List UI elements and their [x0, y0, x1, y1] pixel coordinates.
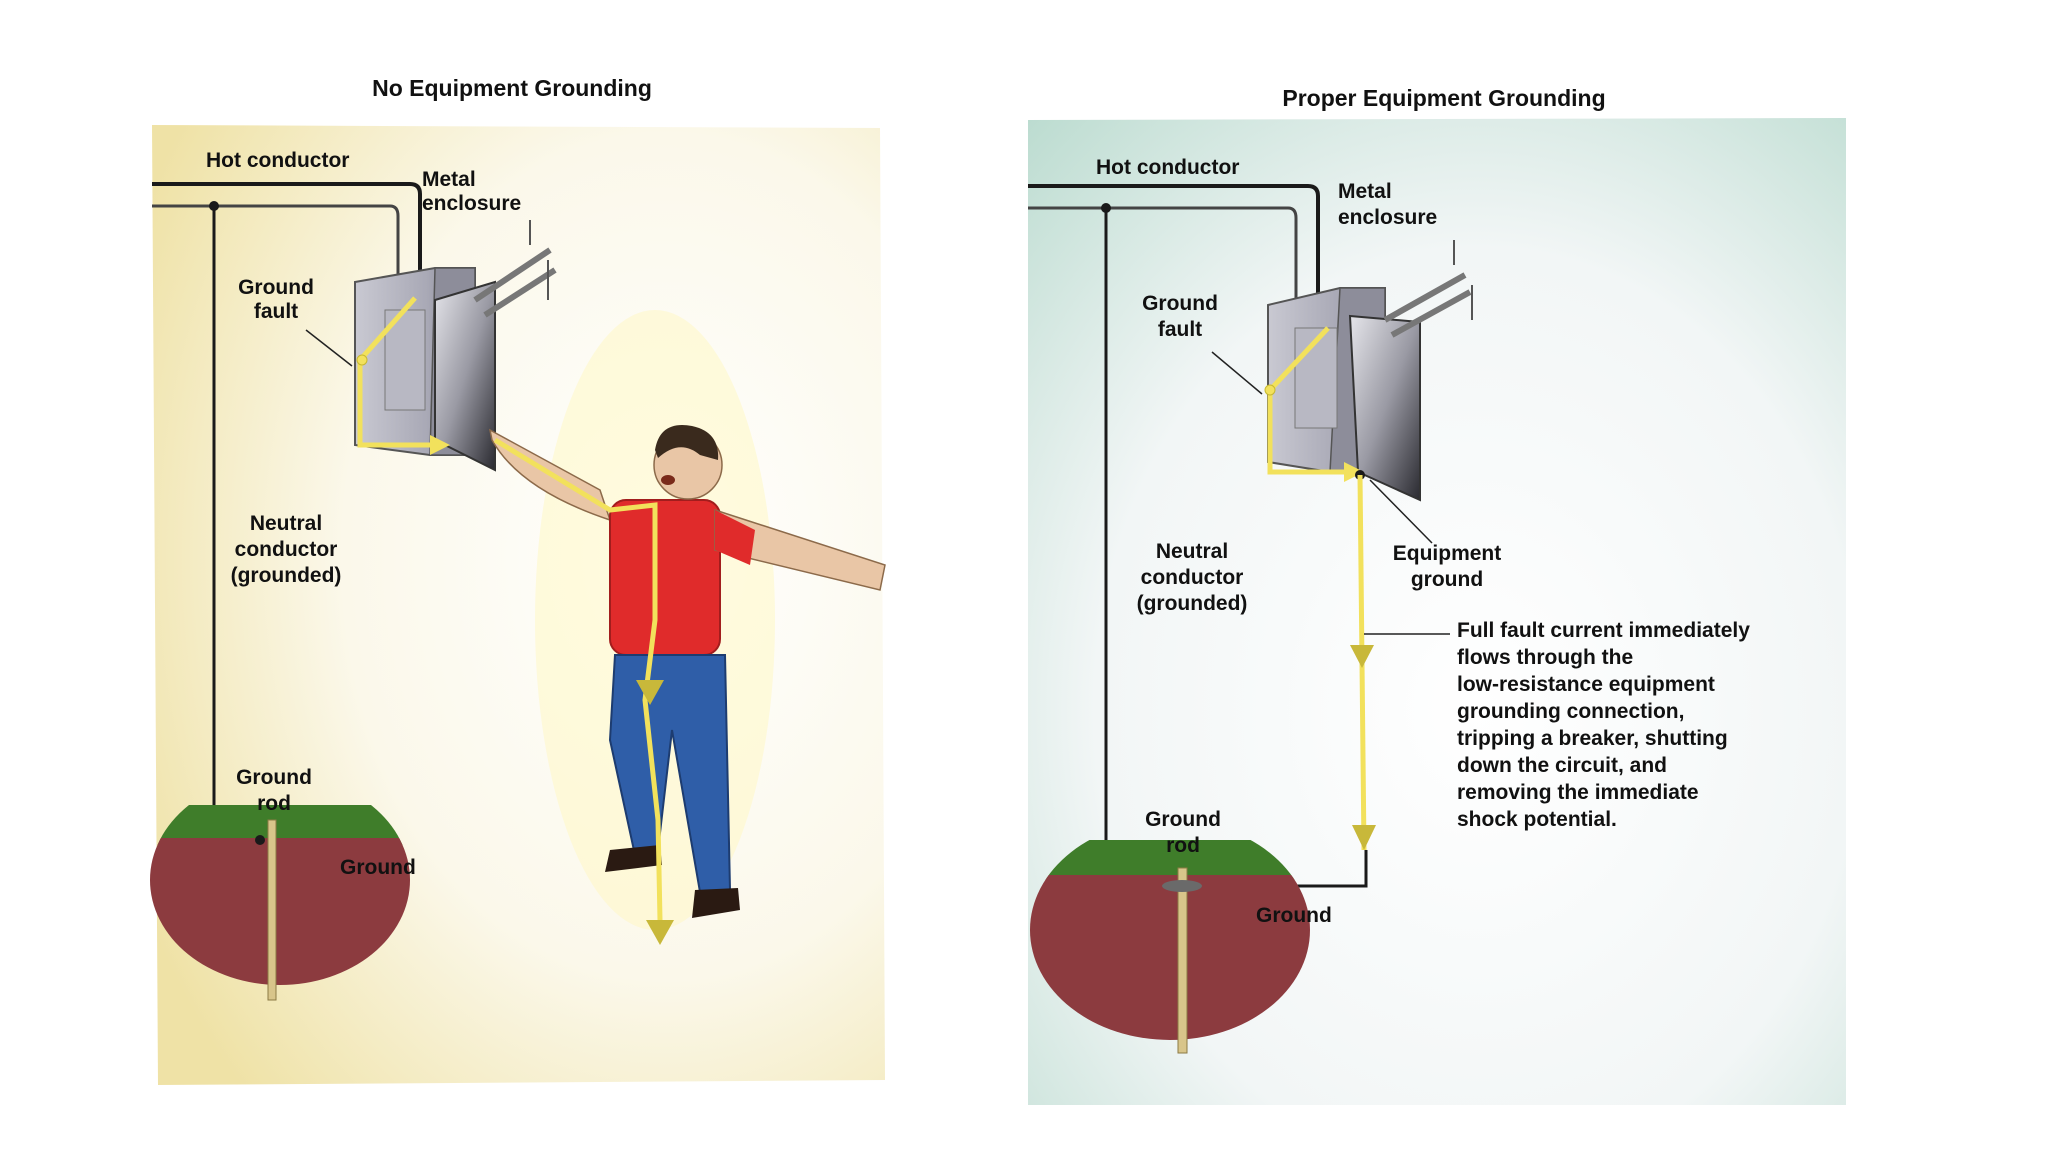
label-ground-rod-2: rod	[257, 792, 291, 815]
note-line: flows through the	[1457, 646, 1633, 669]
note-line: down the circuit, and	[1457, 754, 1667, 777]
fault-arrow	[430, 435, 450, 455]
ground-fault-leader	[305, 329, 353, 367]
left-title: No Equipment Grounding	[372, 75, 652, 101]
metal-enclosure	[1267, 240, 1473, 502]
fault-arrow-mid	[1350, 645, 1374, 668]
label-ground-rod-1: Ground	[1145, 808, 1221, 831]
label-ground-fault-2: fault	[254, 300, 298, 323]
neutral-conductor-wire	[152, 204, 400, 350]
right-ground-rod	[1177, 867, 1188, 1054]
ground-fault-point	[356, 354, 368, 366]
ground-fault-leader	[1211, 351, 1263, 395]
label-ground-rod-1: Ground	[236, 766, 312, 789]
label-metal-1: Metal	[422, 168, 476, 191]
label-ground-rod-2: rod	[1166, 834, 1200, 857]
label-metal-1: Metal	[1338, 180, 1392, 203]
enclosure-door	[1348, 314, 1421, 502]
fault-current-path	[357, 296, 430, 448]
label-equipment-ground-1: Equipment	[1393, 542, 1502, 565]
label-metal-2: enclosure	[422, 192, 521, 215]
label-ground: Ground	[340, 856, 416, 879]
label-metal-2: enclosure	[1338, 206, 1437, 229]
note-line: removing the immediate	[1457, 781, 1699, 804]
note-line: grounding connection,	[1457, 700, 1684, 723]
right-panel: Proper Equipment Grounding Hot conductor…	[1028, 85, 1846, 1105]
fault-arrow-low	[1352, 825, 1376, 850]
label-ground-fault-2: fault	[1158, 318, 1202, 341]
label-ground-fault-1: Ground	[1142, 292, 1218, 315]
note-line: shock potential.	[1457, 808, 1617, 831]
left-panel: No Equipment Grounding	[150, 75, 886, 1085]
right-title: Proper Equipment Grounding	[1282, 85, 1605, 111]
shock-arrow-down	[646, 920, 674, 945]
fault-explanation-note: Full fault current immediately flows thr…	[1457, 619, 1750, 831]
ground-fault-point	[1264, 384, 1276, 396]
neutral-conductor-wire	[1028, 206, 1298, 360]
shock-current-path	[493, 437, 663, 921]
neutral-junction	[1101, 203, 1111, 213]
neutral-junction	[209, 201, 219, 211]
label-ground: Ground	[1256, 904, 1332, 927]
hot-conductor-wire	[1028, 184, 1320, 360]
enclosure-door	[434, 280, 496, 472]
note-line: Full fault current immediately	[1457, 619, 1750, 642]
label-hot-conductor: Hot conductor	[206, 149, 349, 172]
label-neutral-1: Neutral	[250, 512, 322, 535]
fault-current-path	[1267, 326, 1358, 475]
label-equipment-ground-2: ground	[1411, 568, 1483, 591]
label-neutral-1: Neutral	[1156, 540, 1228, 563]
shock-arrow-mid	[636, 680, 664, 705]
label-ground-fault-1: Ground	[238, 276, 314, 299]
note-line: tripping a breaker, shutting	[1457, 727, 1728, 750]
fault-arrow	[1344, 462, 1364, 482]
equipment-ground-leader	[1369, 479, 1433, 544]
label-hot-conductor: Hot conductor	[1096, 156, 1239, 179]
label-neutral-2: conductor	[1141, 566, 1244, 589]
note-line: low-resistance equipment	[1457, 673, 1715, 696]
label-neutral-3: (grounded)	[231, 564, 342, 587]
left-ground-rod	[267, 819, 277, 1001]
label-neutral-2: conductor	[235, 538, 338, 561]
label-neutral-3: (grounded)	[1137, 592, 1248, 615]
hot-conductor-wire	[152, 182, 422, 350]
